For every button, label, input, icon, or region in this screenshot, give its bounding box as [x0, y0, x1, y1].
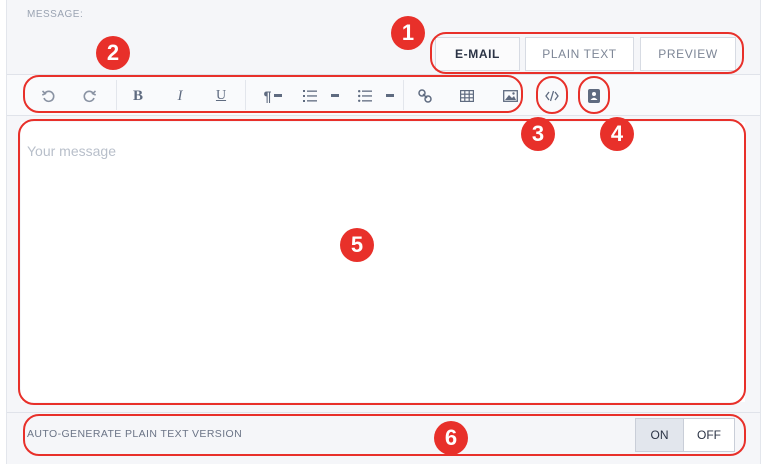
ordered-list-dropdown-icon[interactable] — [302, 84, 340, 108]
italic-icon[interactable]: I — [177, 87, 183, 104]
tab-preview[interactable]: PREVIEW — [640, 37, 736, 71]
editor-toolbar — [7, 74, 760, 116]
callout-badge-2: 2 — [96, 36, 130, 70]
message-editor[interactable] — [21, 122, 745, 402]
toolbar-divider — [245, 80, 246, 110]
paragraph-icon: ¶ — [263, 88, 272, 104]
message-label: MESSAGE: — [27, 9, 84, 20]
personalize-icon[interactable] — [584, 84, 604, 108]
unordered-list-dropdown-icon[interactable] — [357, 84, 395, 108]
callout-badge-5: 5 — [340, 228, 374, 262]
link-icon[interactable] — [415, 84, 435, 108]
callout-badge-6: 6 — [434, 421, 468, 455]
toolbar-divider — [116, 80, 117, 110]
table-icon[interactable] — [457, 84, 477, 108]
undo-icon[interactable] — [38, 84, 58, 108]
redo-icon[interactable] — [80, 84, 100, 108]
underline-icon[interactable]: U — [215, 88, 227, 103]
code-view-icon[interactable] — [542, 84, 562, 108]
callout-badge-3: 3 — [521, 117, 555, 151]
image-icon[interactable] — [500, 84, 520, 108]
bold-icon[interactable]: B — [132, 87, 143, 104]
editor-placeholder: Your message — [27, 143, 116, 159]
paragraph-dropdown-icon[interactable]: ¶ — [258, 84, 288, 108]
auto-generate-label: AUTO-GENERATE PLAIN TEXT VERSION — [27, 428, 243, 440]
toolbar-divider — [403, 80, 404, 110]
callout-badge-1: 1 — [391, 16, 425, 50]
tab-email[interactable]: E-MAIL — [435, 37, 520, 71]
callout-badge-4: 4 — [600, 117, 634, 151]
tab-plain-text[interactable]: PLAIN TEXT — [525, 37, 634, 71]
auto-generate-on-button[interactable]: ON — [635, 418, 684, 452]
auto-generate-off-button[interactable]: OFF — [683, 418, 735, 452]
